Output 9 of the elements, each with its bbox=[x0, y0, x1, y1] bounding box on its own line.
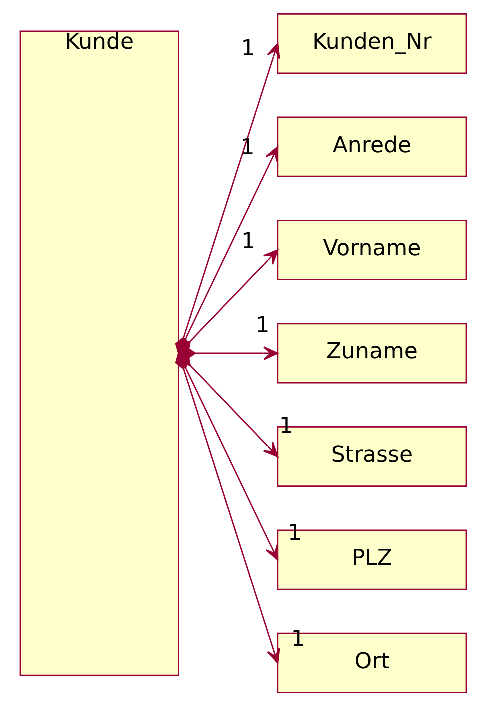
node-box: Zuname bbox=[277, 323, 468, 384]
node-box: Anrede bbox=[277, 116, 468, 178]
node-box: Kunden_Nr bbox=[277, 14, 468, 74]
node-box: Vorname bbox=[277, 220, 468, 281]
edge-label: 1 bbox=[241, 36, 256, 62]
edge-label: 1 bbox=[291, 627, 306, 652]
node-box: Kunde bbox=[20, 30, 180, 676]
edge-label: 1 bbox=[242, 229, 256, 254]
edge-label: 1 bbox=[256, 314, 270, 339]
